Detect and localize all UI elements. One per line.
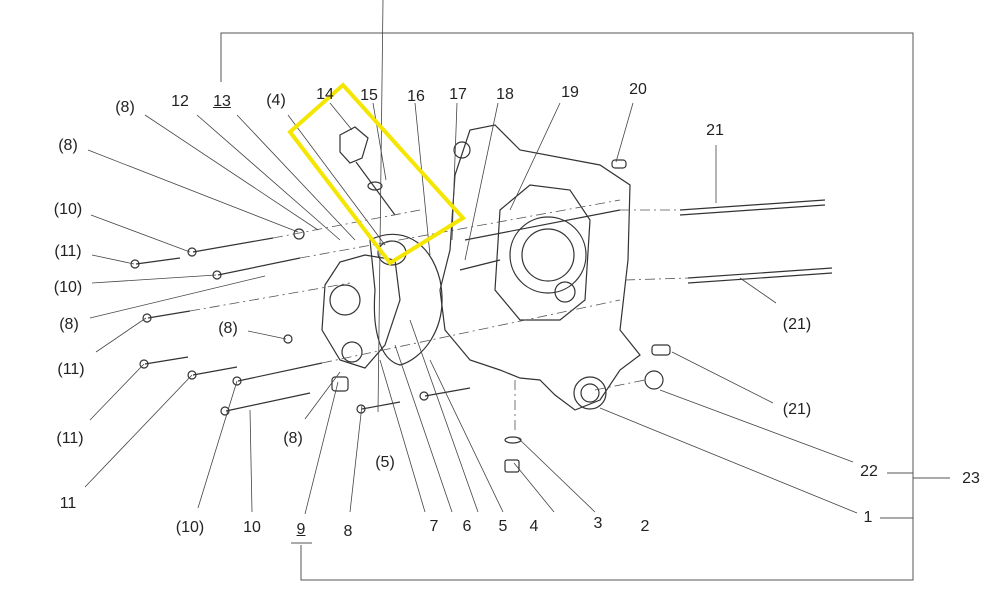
callout-8-ref-a[interactable]: (8) [115,99,135,116]
callout-17[interactable]: 17 [449,86,467,103]
center-lines [189,199,689,430]
callout-11-ref-b[interactable]: (11) [57,361,85,378]
callout-2[interactable]: 2 [640,518,650,535]
callout-16[interactable]: 16 [407,88,425,105]
oil-dipstick [339,126,396,216]
bolts [130,159,833,473]
callout-21-ref-a[interactable]: (21) [782,316,812,333]
callout-9[interactable]: 9 [296,521,306,538]
leader-lines [84,0,858,515]
callout-8[interactable]: 8 [343,523,353,540]
callout-14[interactable]: 14 [316,86,334,103]
callout-8-ref-c[interactable]: (8) [59,316,79,333]
callout-8-ref-d[interactable]: (8) [218,320,238,337]
crankcase-right [439,124,641,411]
callout-6[interactable]: 6 [462,518,472,535]
crankcase-left-cover [321,233,443,369]
callout-3[interactable]: 3 [593,515,603,532]
callout-4-ref[interactable]: (4) [266,92,286,109]
callout-10-ref-b[interactable]: (10) [53,279,83,296]
callout-10-ref-a[interactable]: (10) [53,201,83,218]
callout-13[interactable]: 13 [213,93,231,110]
callout-21-ref-b[interactable]: (21) [782,401,812,418]
callout-15[interactable]: 15 [360,87,378,104]
assembly-bracket-13 [220,32,914,581]
callout-22[interactable]: 22 [860,463,878,480]
callout-5[interactable]: 5 [498,518,508,535]
callout-12[interactable]: 12 [171,93,189,110]
callout-8-ref-b[interactable]: (8) [58,137,78,154]
callout-10-ref-bottom[interactable]: (10) [175,519,205,536]
callout-7[interactable]: 7 [429,518,439,535]
callout-4[interactable]: 4 [529,518,539,535]
callout-11-ref-a[interactable]: (11) [54,243,82,260]
callout-21[interactable]: 21 [706,122,724,139]
callout-23[interactable]: 23 [962,470,980,487]
callout-1[interactable]: 1 [863,509,873,526]
highlight-box [287,82,467,266]
callout-18[interactable]: 18 [496,86,514,103]
callout-11[interactable]: 11 [59,495,77,512]
callout-10[interactable]: 10 [243,519,261,536]
callout-11-ref-c[interactable]: (11) [56,430,84,447]
callout-20[interactable]: 20 [629,81,647,98]
callout-19[interactable]: 19 [561,84,579,101]
callout-5-ref[interactable]: (5) [375,454,395,471]
callout-8-ref-e[interactable]: (8) [283,430,303,447]
